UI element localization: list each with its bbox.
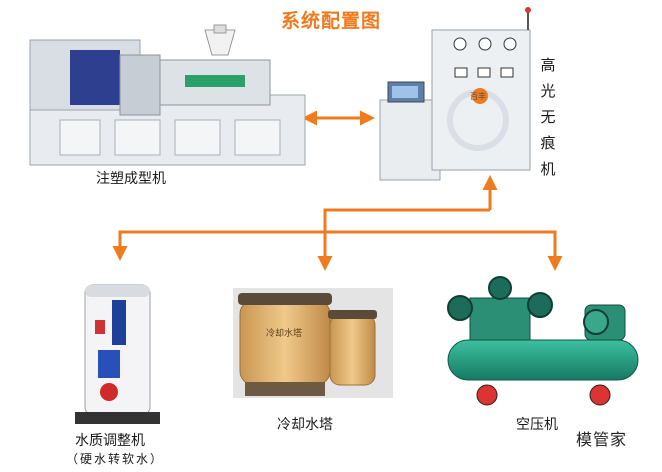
air-compressor-image <box>447 276 639 406</box>
cooling-tower-label: 冷却水塔 <box>277 417 333 433</box>
water-conditioner-label: 水质调整机 <box>75 433 145 449</box>
high-gloss-machine-brand: 百丰 <box>470 92 486 101</box>
cooling-tower-image <box>233 288 393 398</box>
air-compressor-label: 空压机 <box>516 417 558 433</box>
high-gloss-machine-image <box>379 7 531 181</box>
cooling-tower-tank-text: 冷却水塔 <box>266 329 303 339</box>
injection-molding-machine-label: 注塑成型机 <box>96 171 166 187</box>
watermark-text: 模管家 <box>576 430 628 449</box>
injection-molding-machine-image <box>29 24 306 166</box>
high-gloss-machine-label: 高光无痕机 <box>540 56 556 178</box>
water-conditioner-image <box>75 284 160 424</box>
water-conditioner-sublabel: （硬水转软水） <box>66 452 165 466</box>
connection-arrows <box>112 110 563 271</box>
distribution-line <box>317 208 490 271</box>
distribution-line-left <box>112 230 563 271</box>
diagram-title: 系统配置图 <box>280 10 381 32</box>
